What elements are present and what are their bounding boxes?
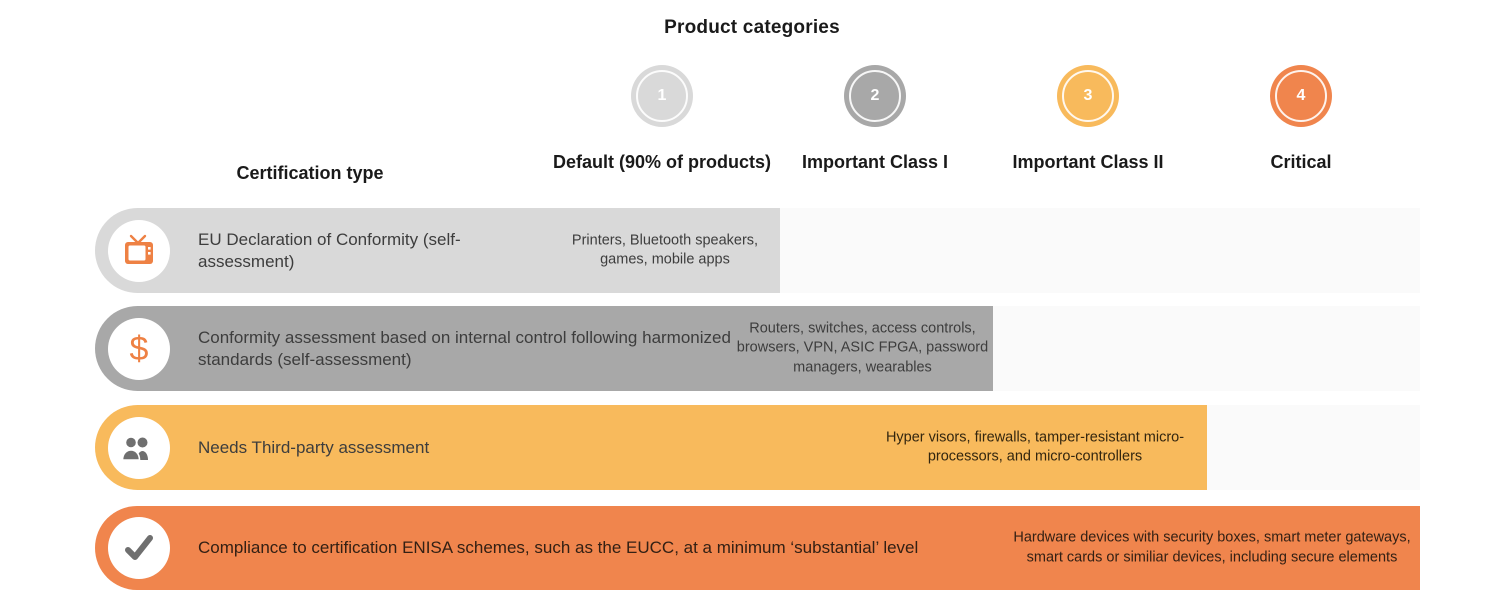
row-highlight-bar <box>95 506 1420 590</box>
row-highlight-bar <box>95 405 1207 490</box>
category-number: 1 <box>657 87 667 104</box>
row-highlight-bar <box>95 208 780 293</box>
category-3-badge: 3 <box>1057 65 1119 127</box>
category-label: Default (90% of products) <box>552 152 771 172</box>
category-label: Important Class II <box>1012 152 1164 172</box>
tv-icon <box>121 234 157 268</box>
row-enisa-certification: Compliance to certification ENISA scheme… <box>95 506 1420 590</box>
category-2-badge: 2 <box>844 65 906 127</box>
row-eu-declaration: EU Declaration of Conformity (self-asses… <box>95 208 1420 293</box>
certification-type-header: Certification type <box>236 163 384 183</box>
products-text: Printers, Bluetooth speakers, games, mob… <box>571 231 759 268</box>
row-icon-circle <box>108 219 170 282</box>
category-number: 2 <box>870 87 880 104</box>
category-column-important-class-2: 3 Important Class II <box>973 65 1203 174</box>
products-text: Hyper visors, firewalls, tamper-resistan… <box>885 428 1185 465</box>
category-number: 4 <box>1296 87 1306 104</box>
row-icon-circle <box>108 517 170 579</box>
certification-text: EU Declaration of Conformity (self-asses… <box>198 229 461 271</box>
products-text: Hardware devices with security boxes, sm… <box>1013 529 1411 565</box>
certification-text: Compliance to certification ENISA scheme… <box>198 537 919 557</box>
row-highlight-bar <box>95 306 993 391</box>
category-column-critical: 4 Critical <box>1186 65 1416 174</box>
row-icon-circle <box>108 416 170 479</box>
page-title: Product categories <box>664 17 840 38</box>
certification-text: Conformity assessment based on internal … <box>198 327 731 369</box>
people-icon <box>120 433 158 463</box>
category-label: Critical <box>1270 152 1332 172</box>
category-column-important-class-1: 2 Important Class I <box>760 65 990 174</box>
products-text: Routers, switches, access controls, brow… <box>736 320 989 376</box>
check-icon <box>122 533 156 563</box>
row-conformity-assessment: $ Conformity assessment based on interna… <box>95 306 1420 391</box>
category-column-default: 1 Default (90% of products) <box>547 65 777 174</box>
category-1-badge: 1 <box>631 65 693 127</box>
row-icon-circle: $ <box>108 317 170 380</box>
row-third-party-assessment: Needs Third-party assessment Hyper visor… <box>95 405 1420 490</box>
category-4-badge: 4 <box>1270 65 1332 127</box>
category-label: Important Class I <box>801 152 949 172</box>
category-number: 3 <box>1083 87 1093 104</box>
certification-text: Needs Third-party assessment <box>198 437 430 457</box>
dollar-icon: $ <box>129 329 149 368</box>
